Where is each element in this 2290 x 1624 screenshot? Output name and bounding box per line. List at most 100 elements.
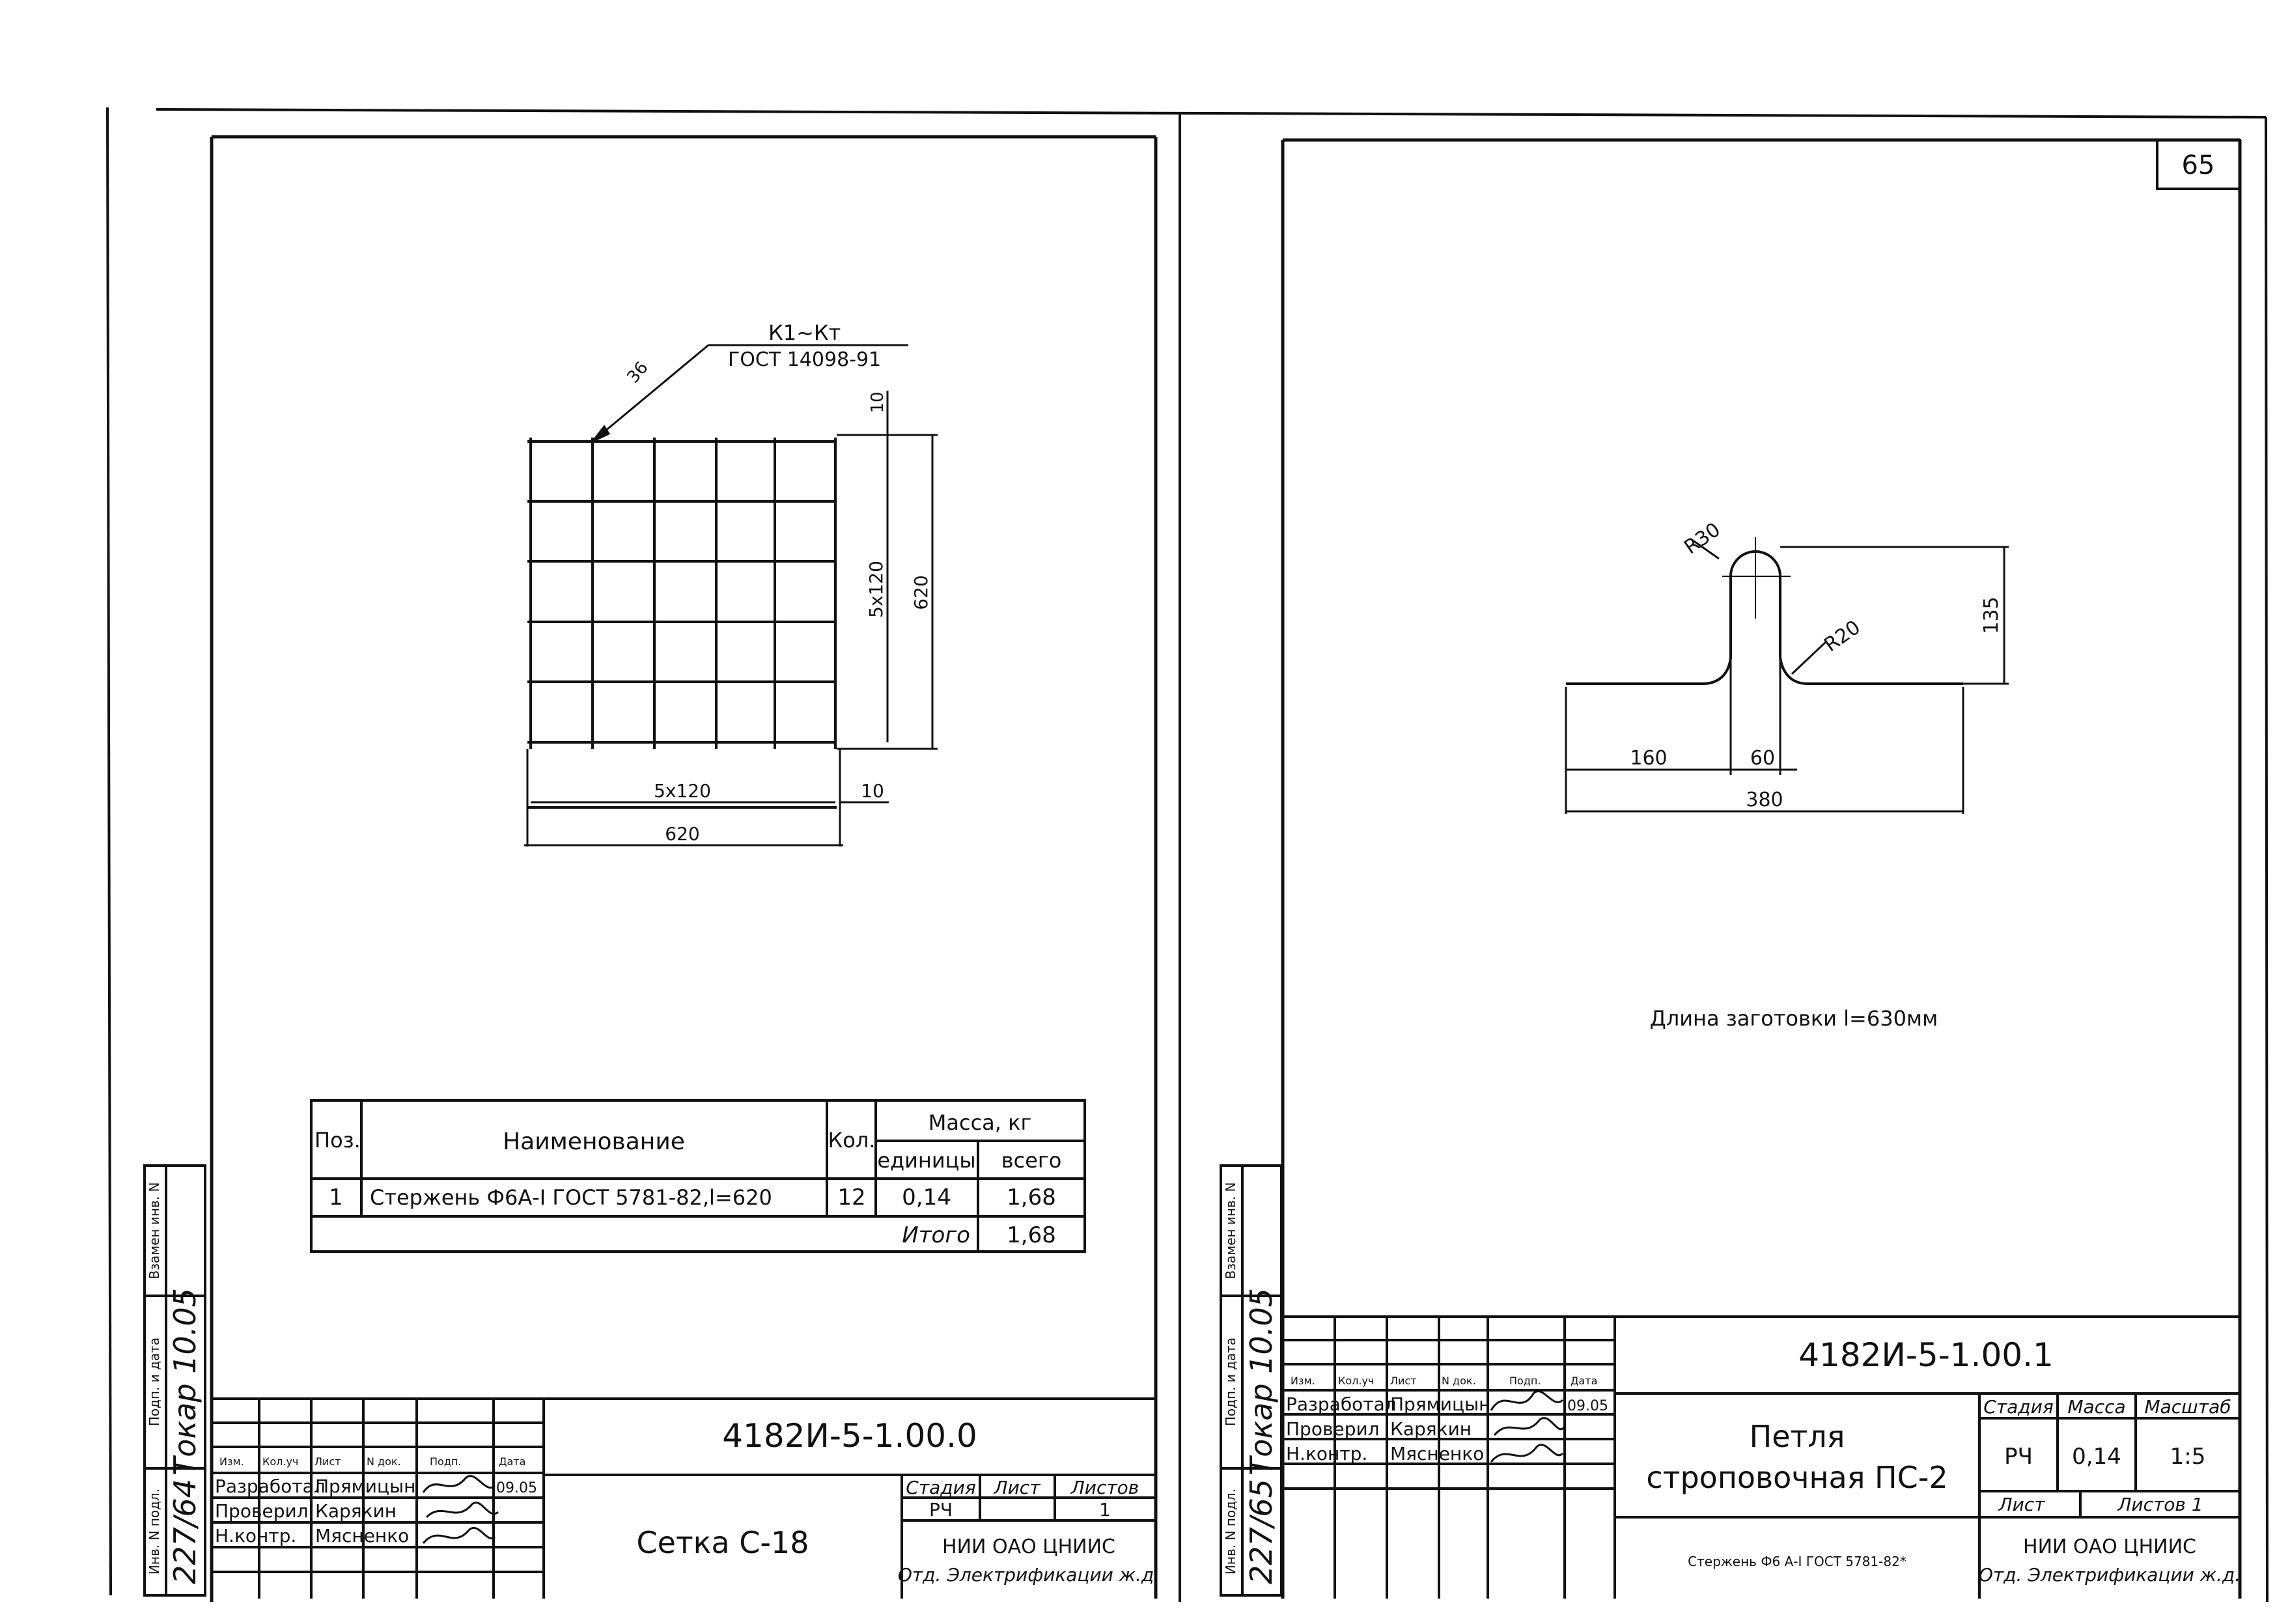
left-r1-date: 09.05 xyxy=(496,1480,537,1496)
blank-length-note: Длина заготовки l=630мм xyxy=(1650,1006,1938,1031)
left-doc-code: 4182И-5-1.00.0 xyxy=(722,1417,977,1455)
left-stamp-replace: Взамен инв. N xyxy=(147,1183,162,1280)
dim-160: 160 xyxy=(1630,747,1667,770)
right-stamp-replace: Взамен инв. N xyxy=(1223,1183,1238,1280)
left-stage: РЧ xyxy=(929,1499,953,1520)
left-sheet-header: Лист xyxy=(994,1477,1041,1498)
weld-size-label: 36 xyxy=(623,358,652,387)
right-sheets-header: Листов 1 xyxy=(2117,1494,2203,1515)
dim-r20: R20 xyxy=(1820,616,1864,657)
right-stage-header: Стадия xyxy=(1983,1396,2053,1418)
dim-h135: 135 xyxy=(1980,596,2003,634)
spec-row-unit: 0,14 xyxy=(902,1184,951,1211)
spec-hdr-total: всего xyxy=(1001,1148,1062,1173)
left-sheets-header: Листов xyxy=(1070,1477,1139,1498)
mesh-leader xyxy=(591,344,908,443)
dim-r30: R30 xyxy=(1680,518,1724,559)
right-stage: РЧ xyxy=(2004,1444,2033,1470)
left-r2-role: Проверил xyxy=(215,1500,309,1522)
right-r1-role: Разработал xyxy=(1286,1393,1397,1415)
left-r2-name: Карякин xyxy=(315,1500,397,1522)
right-stamp-hand-sign: Токар 10.05 xyxy=(1244,1288,1279,1476)
right-org-line2: Отд. Электрификации ж.д. xyxy=(1979,1564,2241,1586)
spec-hdr-mass: Масса, кг xyxy=(929,1110,1032,1135)
left-signatures xyxy=(422,1475,499,1544)
right-signatures xyxy=(1490,1390,1565,1463)
right-sheet-header: Лист xyxy=(1998,1494,2046,1515)
loop-dimension-lines xyxy=(1565,539,2009,814)
dim-offset-top: 10 xyxy=(868,391,887,413)
outer-sheet-border xyxy=(106,107,2269,1603)
dim-offset-right: 10 xyxy=(861,780,884,802)
right-mass: 0,14 xyxy=(2072,1444,2121,1470)
right-r1-date: 09.05 xyxy=(1567,1398,1608,1414)
spec-hdr-name: Наименование xyxy=(503,1128,685,1155)
left-sheet-frame xyxy=(210,135,1158,1602)
spec-table xyxy=(310,1099,1086,1253)
mesh-label-line1: К1~Кт xyxy=(768,320,841,345)
left-stamp-hand-sign: Токар 10.05 xyxy=(167,1288,202,1476)
dim-380: 380 xyxy=(1746,789,1783,811)
right-stamp-inv-n: Инв. N подл. xyxy=(1223,1489,1238,1575)
right-r2-role: Проверил xyxy=(1286,1418,1380,1440)
vertical-dimensions xyxy=(837,391,938,750)
lifting-loop-profile xyxy=(1566,550,1963,685)
left-r3-name: Мясненко xyxy=(315,1525,409,1547)
left-stamp-hand-inv: 227/64 xyxy=(167,1479,202,1584)
right-scale: 1:5 xyxy=(2170,1444,2206,1470)
left-h-kol: Кол.уч xyxy=(262,1455,298,1468)
right-h-podp: Подп. xyxy=(1509,1375,1541,1387)
page-number: 65 xyxy=(2182,150,2215,180)
right-side-stamp xyxy=(1220,1164,1283,1597)
right-stamp-hand-inv: 227/65 xyxy=(1244,1479,1279,1584)
spec-row-qty: 12 xyxy=(837,1184,865,1211)
left-sheets: 1 xyxy=(1099,1499,1111,1520)
right-r2-name: Карякин xyxy=(1390,1418,1472,1440)
dim-total-horizontal: 620 xyxy=(665,823,699,845)
left-h-izm: Изм. xyxy=(219,1455,244,1468)
right-h-list: Лист xyxy=(1390,1375,1417,1387)
right-h-ndoc: N док. xyxy=(1442,1375,1476,1387)
page-number-box xyxy=(2156,139,2241,190)
right-mass-header: Масса xyxy=(2067,1396,2125,1418)
dim-pitch-horizontal: 5х120 xyxy=(654,780,711,802)
dim-pitch-vertical: 5х120 xyxy=(865,561,887,618)
left-h-podp: Подп. xyxy=(430,1455,461,1468)
left-doc-name: Сетка С-18 xyxy=(636,1525,809,1560)
mesh-grid xyxy=(527,438,837,809)
dim-total-vertical: 620 xyxy=(910,575,932,609)
right-h-izm: Изм. xyxy=(1291,1375,1315,1387)
right-material: Стержень Ф6 А-I ГОСТ 5781-82* xyxy=(1688,1554,1906,1569)
right-doc-name-1: Петля xyxy=(1750,1419,1845,1454)
right-sheet-frame xyxy=(1281,138,2242,1599)
left-h-list: Лист xyxy=(314,1455,341,1468)
right-doc-code: 4182И-5-1.00.1 xyxy=(1798,1336,2054,1374)
spec-row-pos: 1 xyxy=(329,1184,343,1211)
right-h-data: Дата xyxy=(1571,1375,1597,1387)
left-stage-header: Стадия xyxy=(906,1477,975,1498)
spec-hdr-qty: Кол. xyxy=(828,1128,876,1153)
horizontal-dimensions xyxy=(524,749,889,847)
spec-hdr-pos: Поз. xyxy=(314,1128,361,1153)
left-title-block xyxy=(212,1397,1156,1599)
right-h-kol: Кол.уч xyxy=(1338,1375,1374,1387)
right-r3-name: Мясненко xyxy=(1390,1443,1484,1464)
left-side-stamp xyxy=(143,1164,206,1597)
spec-hdr-unit: единицы xyxy=(877,1148,975,1173)
spec-row-name: Стержень Ф6А-I ГОСТ 5781-82,l=620 xyxy=(370,1185,772,1210)
left-r1-name: Прямицын xyxy=(315,1476,415,1497)
right-stamp-sign-date: Подп. и дата xyxy=(1223,1337,1238,1426)
left-stamp-inv-n: Инв. N подл. xyxy=(147,1489,162,1575)
spec-row-total: 1,68 xyxy=(1007,1184,1056,1211)
mesh-label-line2: ГОСТ 14098-91 xyxy=(728,348,881,371)
left-r1-role: Разработал xyxy=(215,1476,326,1497)
spec-sum-value: 1,68 xyxy=(1007,1222,1056,1248)
dim-60: 60 xyxy=(1750,747,1775,770)
spec-sum-label: Итого xyxy=(902,1222,970,1248)
right-r3-role: Н.контр. xyxy=(1286,1443,1367,1464)
right-title-block xyxy=(1283,1315,2240,1599)
left-org-line1: НИИ ОАО ЦНИИС xyxy=(942,1535,1115,1558)
right-scale-header: Масштаб xyxy=(2144,1396,2231,1418)
left-stamp-sign-date: Подп. и дата xyxy=(147,1337,162,1426)
